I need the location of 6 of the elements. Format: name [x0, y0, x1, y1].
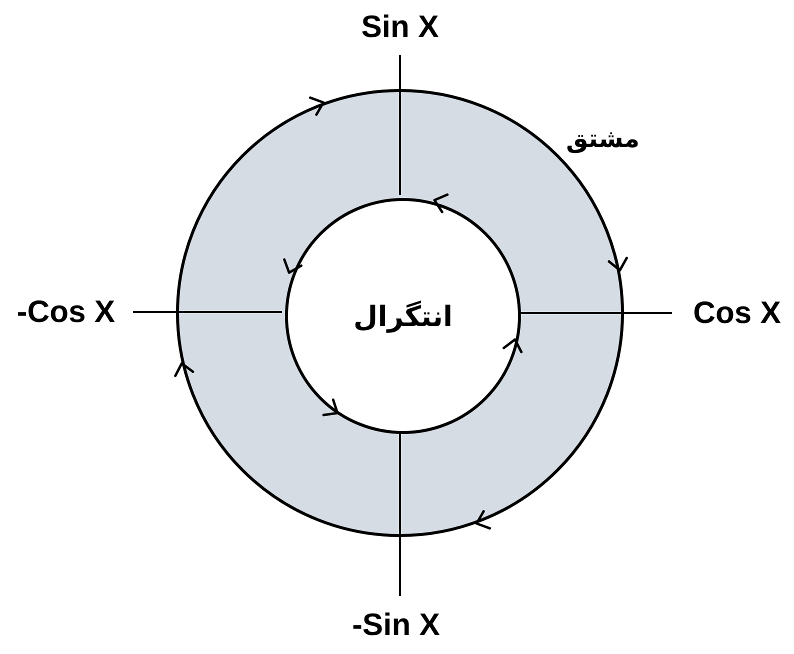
axis-label: -Sin X [352, 607, 440, 643]
ring-label: مشتق [566, 124, 640, 153]
axis-label: -Cos X [16, 294, 116, 330]
axis-label: Cos X [693, 295, 781, 331]
circle-label: انتگرال [353, 300, 453, 332]
axis-label: Sin X [361, 9, 439, 45]
